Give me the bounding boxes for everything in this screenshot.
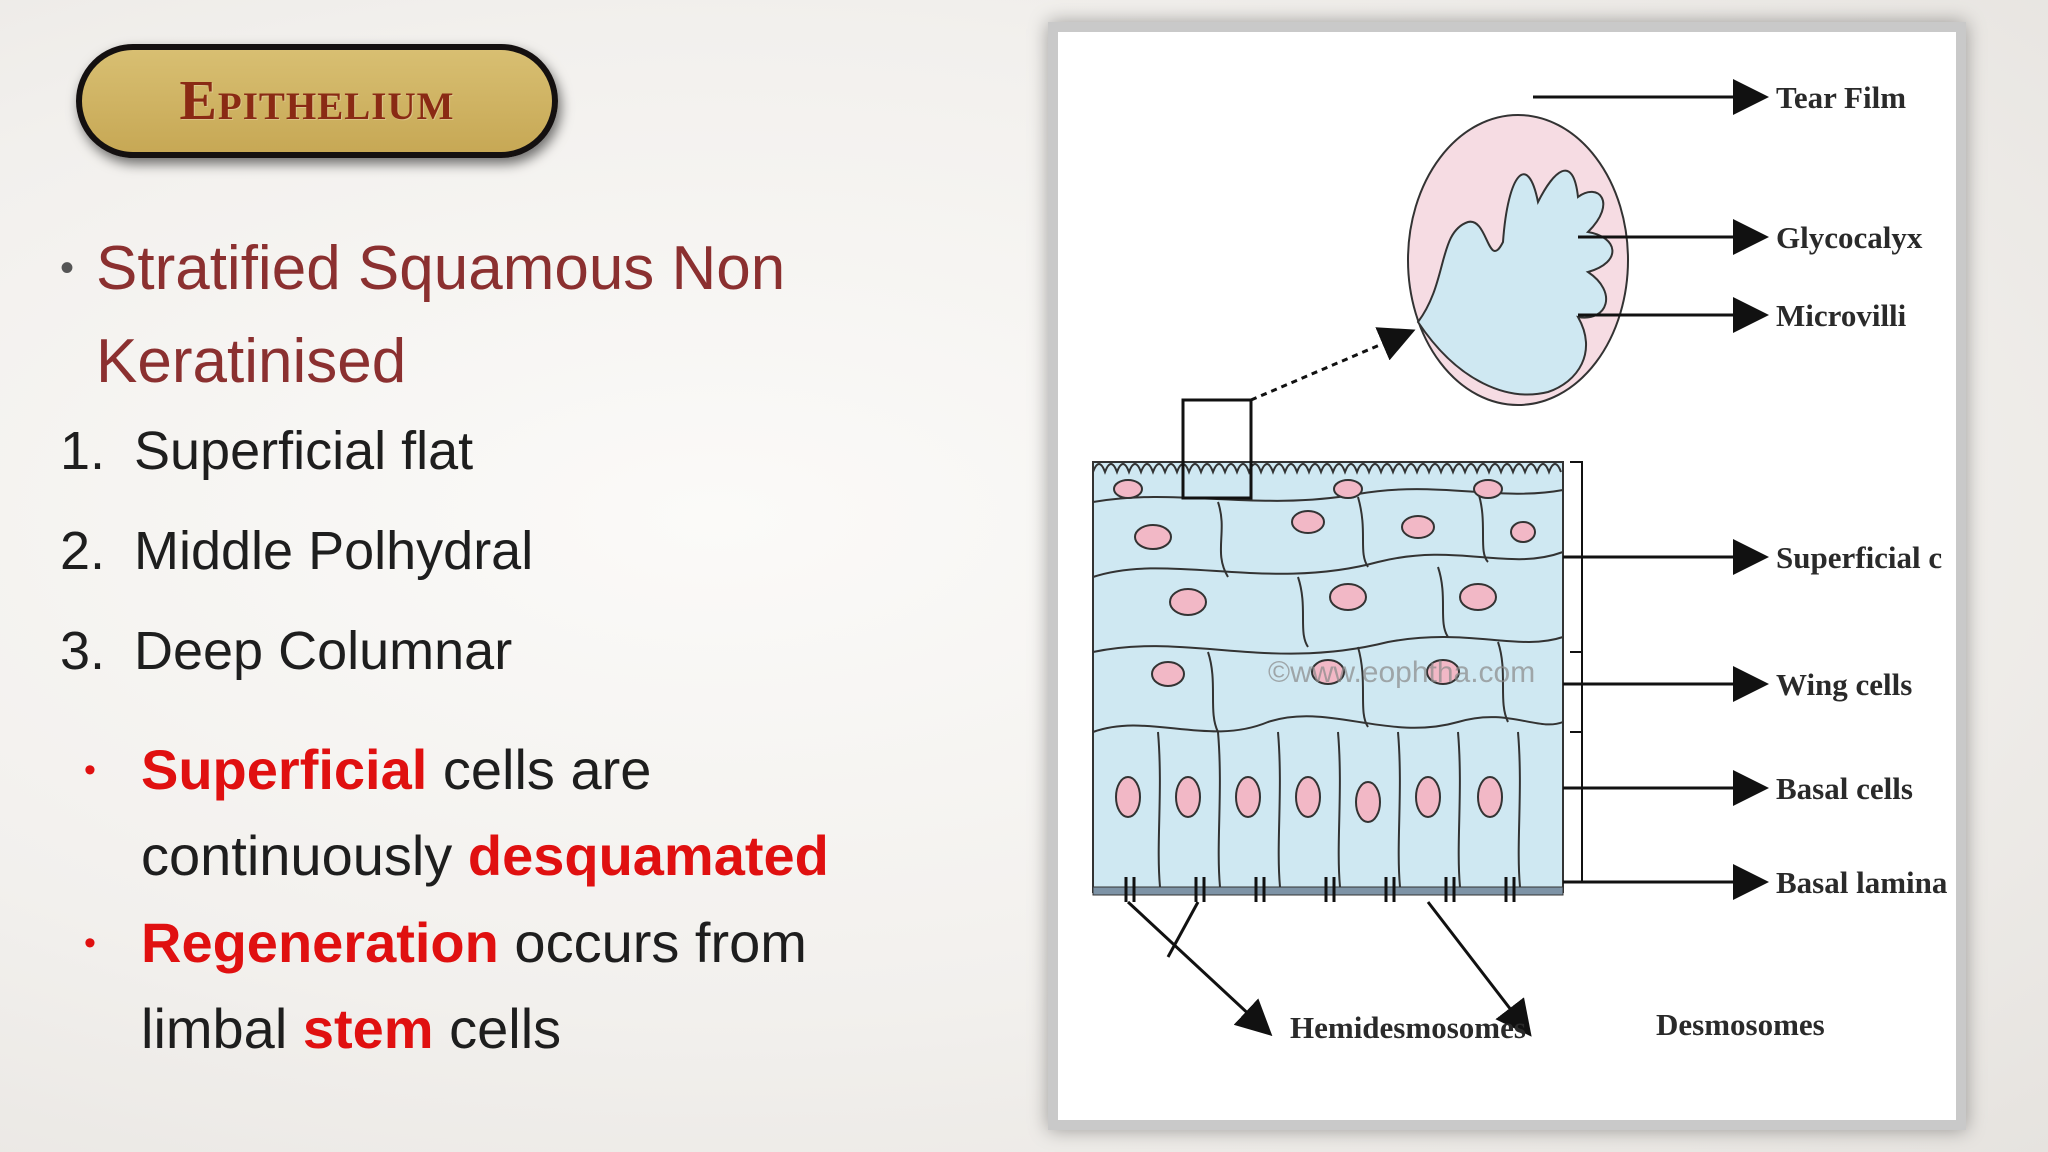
label-wing-cells: Wing cells [1776, 667, 1912, 702]
note-text: continuously [141, 824, 468, 887]
note-highlight: Regeneration [141, 911, 499, 974]
list-item: 1. Superficial flat [60, 420, 473, 482]
basal-lamina [1092, 886, 1564, 896]
magnify-arrow [1250, 327, 1416, 402]
label-desmosomes: Desmosomes [1656, 1007, 1825, 1042]
list-item: 3. Deep Columnar [60, 620, 512, 682]
label-hemidesmosomes: Hemidesmosomes [1290, 1010, 1526, 1045]
list-text: Superficial flat [134, 421, 474, 481]
cell-boundary [1092, 715, 1564, 733]
note-superficial: • Superficial cells are continuously des… [84, 727, 904, 899]
cell-boundary [1092, 551, 1564, 578]
hemidesmosome-marks [1124, 877, 1516, 902]
label-basal-cells: Basal cells [1776, 771, 1913, 806]
list-item: 2. Middle Polhydral [60, 520, 533, 582]
cell-walls [1207, 491, 1509, 733]
note-highlight: stem [302, 997, 434, 1060]
slide-title: Epithelium [179, 70, 455, 132]
list-text: Middle Polhydral [134, 521, 534, 581]
label-basal-lamina: Basal lamina [1776, 865, 1948, 900]
label-superficial: Superficial c [1776, 540, 1942, 575]
basal-cell-walls [1157, 731, 1521, 888]
list-number: 3. [60, 621, 106, 681]
note-text: limbal [141, 997, 303, 1060]
bullet-dot-icon: • [60, 246, 75, 290]
bullet-dot-icon: • [84, 751, 96, 789]
list-text: Deep Columnar [134, 621, 513, 681]
main-bullet: • Stratified Squamous Non Keratinised [60, 222, 900, 408]
epithelium-diagram: Tear Film Glycocalyx Microvilli Superfic… [1058, 32, 1956, 1120]
microvilli-shape [1416, 169, 1614, 396]
title-pill: Epithelium [76, 44, 558, 158]
label-arrows [1126, 79, 1769, 1037]
bullet-dot-icon: • [84, 924, 96, 962]
label-glycocalyx: Glycocalyx [1776, 220, 1923, 255]
watermark: ©www.eophtha.com [1268, 656, 1535, 689]
diagram-svg: Tear Film Glycocalyx Microvilli Superfic… [1092, 79, 1948, 1045]
note-highlight: desquamated [467, 824, 829, 887]
note-text: cells [433, 997, 562, 1060]
magnify-box [1181, 398, 1253, 500]
list-number: 1. [60, 421, 106, 481]
note-highlight: Superficial [141, 738, 428, 801]
main-bullet-line2: Keratinised [96, 327, 407, 396]
main-bullet-line1: Stratified Squamous Non [96, 234, 786, 303]
cell-nuclei [1113, 479, 1536, 823]
layer-brackets [1570, 461, 1583, 883]
list-number: 2. [60, 521, 106, 581]
label-tear-film: Tear Film [1776, 80, 1906, 115]
note-text: cells are [427, 738, 652, 801]
label-microvilli: Microvilli [1776, 298, 1907, 333]
microvilli-edge [1092, 463, 1562, 475]
note-text: occurs from [498, 911, 807, 974]
cell-boundary [1092, 636, 1564, 655]
note-regeneration: • Regeneration occurs from limbal stem c… [84, 900, 904, 1072]
